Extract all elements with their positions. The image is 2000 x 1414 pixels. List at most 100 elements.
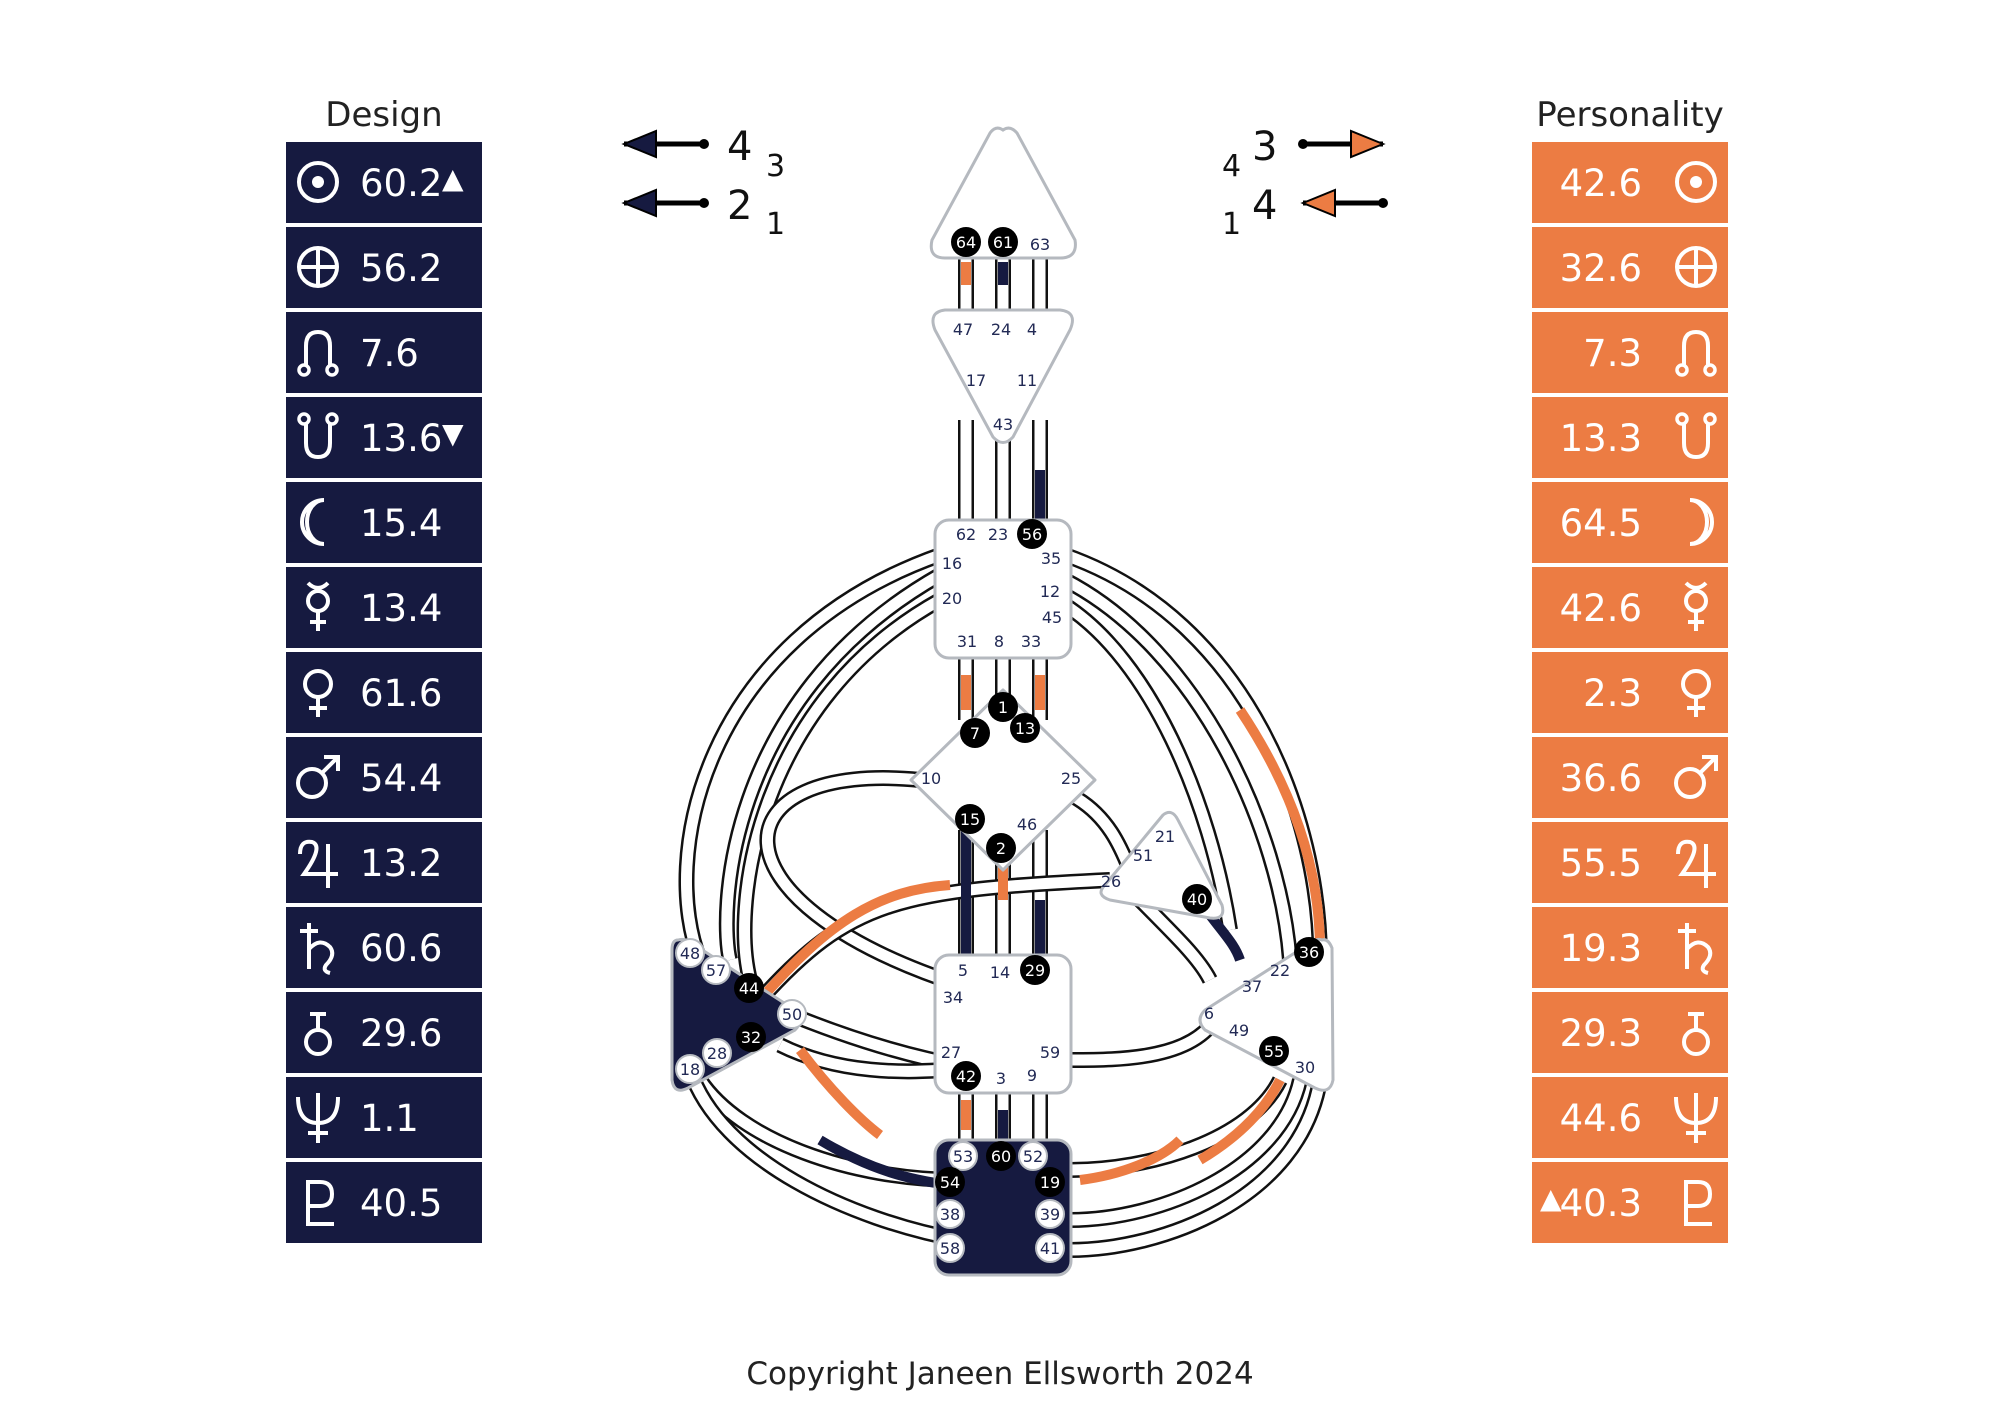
gate-marker-black	[960, 718, 990, 748]
gate-number: 51	[1133, 846, 1153, 865]
gate-number: 60	[991, 1147, 1011, 1166]
gate-number: 41	[1040, 1239, 1060, 1258]
gate-marker-black	[986, 1141, 1016, 1171]
channel-45-21-fill	[1062, 600, 1236, 931]
gate-marker-black	[736, 1022, 766, 1052]
personality-row: 36.6	[1532, 737, 1728, 818]
design-row: 60.6	[286, 907, 482, 988]
arrow-right-top-sub: 4	[1222, 149, 1241, 184]
channel-20-57-fill	[681, 549, 942, 963]
personality-value: 55.5	[1559, 842, 1642, 885]
gate-marker-white	[702, 1038, 732, 1068]
gate-number: 45	[1042, 608, 1062, 627]
gate-marker-black	[955, 804, 985, 834]
design-row: 54.4	[286, 737, 482, 818]
gate-number: 12	[1040, 582, 1060, 601]
design-row: 40.5	[286, 1162, 482, 1243]
gate-number: 59	[1040, 1043, 1060, 1062]
gate-46: 46	[1017, 815, 1037, 834]
personality-value: 36.6	[1559, 757, 1642, 800]
personality-row: 42.6	[1532, 567, 1728, 648]
gate-number: 54	[940, 1173, 960, 1192]
gate-20: 20	[942, 589, 962, 608]
gate-number: 7	[970, 724, 980, 743]
arrow-left-bottom-sub: 1	[766, 207, 785, 242]
earth-icon	[1675, 246, 1717, 288]
mars-icon	[296, 755, 340, 799]
moon-icon	[300, 498, 325, 546]
personality-value: 40.3	[1559, 1182, 1642, 1225]
gate-number: 9	[1027, 1066, 1037, 1085]
saturn-icon	[300, 923, 335, 975]
gate-number: 40	[1187, 890, 1207, 909]
personality-row: 7.3	[1532, 312, 1728, 393]
moon-icon	[1689, 498, 1714, 546]
gate-number: 46	[1017, 815, 1037, 834]
activation-44	[756, 880, 951, 1004]
gate-10: 10	[921, 769, 941, 788]
gate-number: 29	[1025, 961, 1045, 980]
gate-number: 57	[706, 961, 726, 980]
gate-number: 53	[953, 1147, 973, 1166]
gate-42: 42	[951, 1061, 981, 1091]
gate-marker-white	[1018, 1141, 1048, 1171]
personality-row: 19.3	[1532, 907, 1728, 988]
personality-value: 42.6	[1559, 162, 1642, 205]
design-value: 7.6	[360, 332, 419, 375]
gate-6: 6	[1204, 1004, 1214, 1023]
gate-marker-black	[1010, 713, 1040, 743]
personality-row: 40.3▲	[1532, 1162, 1728, 1243]
arrow-head	[621, 129, 657, 159]
gate-41: 41	[1035, 1233, 1065, 1263]
arrow-dot	[1378, 198, 1388, 208]
design-row: 1.1	[286, 1077, 482, 1158]
arrow-head	[621, 188, 657, 218]
gate-59: 59	[1040, 1043, 1060, 1062]
marker-triangle: ▲	[1540, 1182, 1562, 1215]
gate-marker-white	[675, 1054, 705, 1084]
gate-18: 18	[675, 1054, 705, 1084]
jupiter-icon	[298, 839, 338, 888]
arrow-left-bottom-value: 2	[727, 183, 752, 229]
venus-icon	[303, 669, 333, 717]
gate-number: 50	[782, 1005, 802, 1024]
gate-number: 37	[1242, 977, 1262, 996]
gate-37: 37	[1242, 977, 1262, 996]
marker-triangle: ▼	[442, 417, 464, 450]
design-value: 29.6	[360, 1012, 443, 1055]
activation-55	[1197, 1077, 1285, 1165]
activation-32	[796, 1046, 884, 1139]
gate-25: 25	[1061, 769, 1081, 788]
gate-number: 38	[940, 1205, 960, 1224]
neptune-icon	[1674, 1093, 1718, 1143]
jupiter-icon	[1676, 839, 1716, 888]
gate-35: 35	[1041, 549, 1061, 568]
design-value: 60.6	[360, 927, 443, 970]
gate-number: 26	[1101, 872, 1121, 891]
arrow-dot	[1298, 139, 1308, 149]
design-row: 15.4	[286, 482, 482, 563]
gate-number: 6	[1204, 1004, 1214, 1023]
channel-12-22-fill	[1062, 575, 1296, 961]
gate-23: 23	[988, 525, 1008, 544]
design-value: 13.6	[360, 417, 443, 460]
gate-number: 5	[958, 961, 968, 980]
earth-icon	[297, 246, 339, 288]
gate-28: 28	[702, 1038, 732, 1068]
personality-value: 44.6	[1559, 1097, 1642, 1140]
south-node-icon	[1675, 412, 1717, 460]
gate-number: 16	[942, 554, 962, 573]
throat-center	[933, 518, 1073, 660]
gate-57: 57	[701, 955, 731, 985]
gate-number: 39	[1040, 1205, 1060, 1224]
gate-26: 26	[1101, 872, 1121, 891]
mercury-icon	[1684, 581, 1708, 631]
gate-number: 20	[942, 589, 962, 608]
gate-number: 64	[956, 233, 976, 252]
sun-icon	[1675, 161, 1717, 203]
gate-number: 27	[941, 1043, 961, 1062]
gate-number: 14	[990, 963, 1010, 982]
channel-18-58-fill	[684, 1068, 961, 1246]
